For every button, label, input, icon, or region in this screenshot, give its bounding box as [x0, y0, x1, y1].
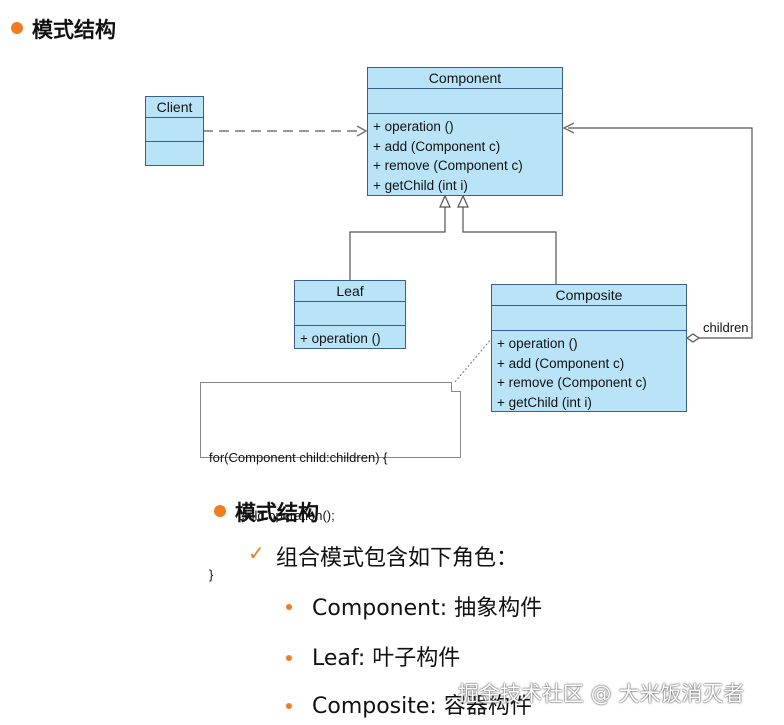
operation: + operation () [497, 336, 578, 351]
note-fold-corner [451, 382, 461, 392]
children-label: children [703, 320, 749, 335]
class-name: Client [146, 97, 203, 118]
operation: + remove (Component c) [373, 158, 523, 173]
note-line: for(Component child:children) { [209, 449, 388, 465]
role-item: Component: 抽象构件 [312, 596, 543, 621]
operation: + getChild (int i) [497, 394, 592, 410]
class-operations: + operation () + add (Component c) + rem… [492, 331, 686, 412]
role-item: Leaf: 叶子构件 [312, 646, 461, 671]
leaf-generalization-arrowhead [439, 194, 451, 208]
operation: + add (Component c) [497, 355, 625, 371]
note-anchor-line [454, 337, 493, 383]
aggregation-arrowhead [562, 122, 575, 134]
operation: + operation () [373, 119, 454, 134]
code-note: for(Component child:children) { child.op… [200, 382, 461, 582]
operation: + add (Component c) [373, 138, 501, 154]
checkmark-icon: ✓ [248, 543, 265, 565]
note-line: } [209, 566, 214, 582]
aggregation-diamond [685, 333, 701, 343]
class-operations: + operation () [295, 326, 405, 349]
composite-generalization-line [462, 206, 557, 284]
item-bullet [286, 604, 292, 610]
class-attributes [368, 89, 562, 114]
class-attributes [295, 302, 405, 326]
class-operations: + operation () + add (Component c) + rem… [368, 114, 562, 195]
composite-generalization-arrowhead [457, 194, 469, 208]
heading-bullet [11, 22, 23, 34]
uml-class-composite: Composite + operation () + add (Componen… [491, 284, 687, 412]
item-bullet [286, 655, 292, 661]
item-bullet [286, 703, 292, 709]
uml-class-component: Component + operation () + add (Componen… [367, 67, 563, 196]
class-attributes [492, 306, 686, 331]
section-bullet [214, 505, 226, 517]
class-name: Leaf [295, 281, 405, 302]
note-line: child.operation(); [209, 508, 335, 523]
roles-intro: 组合模式包含如下角色： [276, 546, 519, 571]
class-name: Composite [492, 285, 686, 306]
operation: + remove (Component c) [497, 375, 647, 390]
section-heading: 模式结构 [235, 501, 319, 525]
watermark: 掘金技术社区 @ 大米饭消灭者 [458, 682, 745, 706]
dependency-arrowhead [356, 125, 368, 137]
aggregation-line [568, 127, 753, 339]
class-name: Component [368, 68, 562, 89]
operation: + getChild (int i) [373, 177, 468, 193]
leaf-generalization-line [349, 206, 446, 280]
page-title: 模式结构 [32, 18, 116, 42]
role-item: Composite: 容器构件 [312, 694, 532, 719]
uml-class-leaf: Leaf + operation () [294, 280, 406, 349]
uml-class-client: Client [145, 96, 204, 166]
class-attributes [146, 118, 203, 142]
operation: + operation () [300, 331, 381, 346]
